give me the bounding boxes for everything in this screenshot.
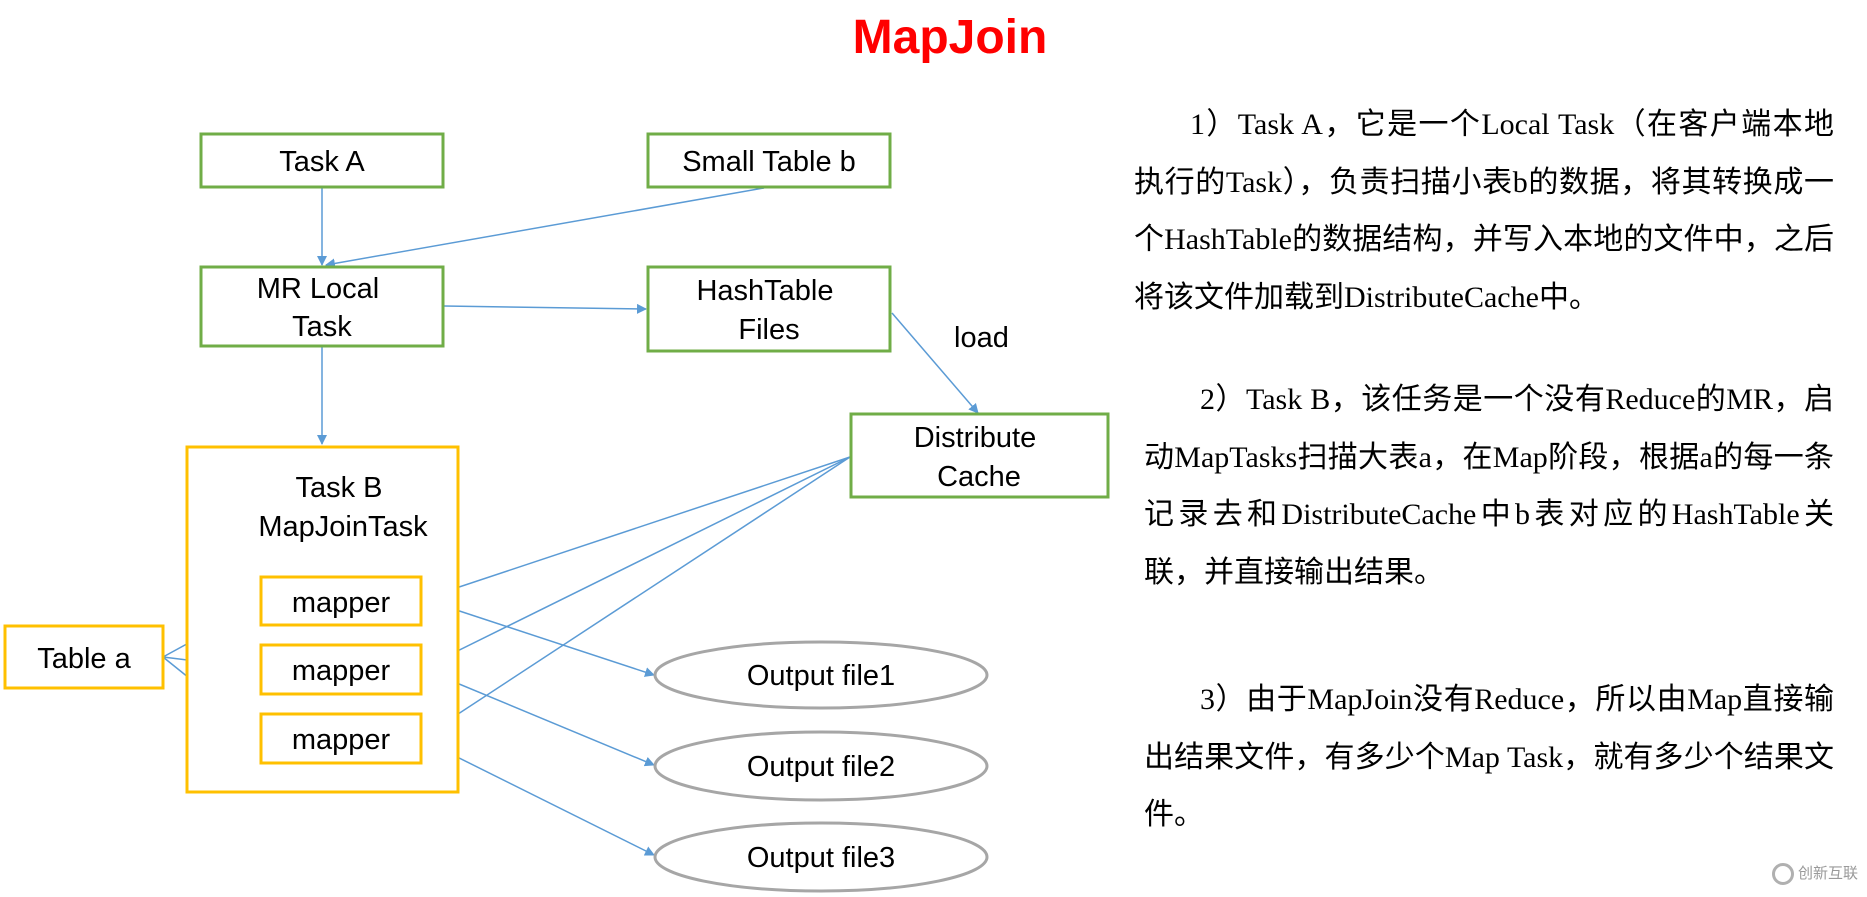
edge-mapper-2-to-output-file2 — [422, 668, 655, 767]
node-mapper-3-box — [259, 712, 423, 765]
node-distribute-cache-label: Distribute Cache — [914, 422, 1045, 493]
node-output-file1-ellipse — [653, 640, 989, 710]
node-output-file2-ellipse — [653, 730, 989, 802]
node-output-file3-ellipse — [653, 821, 989, 893]
node-output-file1-label: Output file1 — [747, 660, 895, 692]
node-mapper-1-label: mapper — [292, 587, 391, 619]
node-output-file3-label: Output file3 — [747, 842, 895, 874]
watermark-text: 创新互联 — [1798, 864, 1859, 882]
node-mr-local-task-box — [199, 265, 445, 348]
node-output-file2-label: Output file2 — [747, 751, 895, 783]
edge-distribute-cache-to-mapper-3 — [422, 456, 851, 738]
node-distribute-cache-box — [849, 412, 1110, 499]
edge-hashtable-files-to-distribute-cache — [891, 312, 979, 414]
node-small-table-b-box — [646, 132, 892, 189]
mapjoin-diagram: load Task A Small Table b MR Local Task … — [3, 132, 1110, 893]
edge-distribute-cache-to-mapper-1 — [422, 456, 851, 601]
node-task-a-label: Task A — [279, 146, 365, 178]
explanation-notes: 1）Task A，它是一个Local Task（在客户端本地执行的Task），负… — [1134, 96, 1834, 844]
edge-mapper-1-to-output-file1 — [422, 598, 655, 677]
edge-mr-local-task-to-hashtable-files — [443, 303, 647, 314]
page-title: MapJoin — [852, 11, 1048, 64]
note-paragraph-1: 1）Task A，它是一个Local Task（在客户端本地执行的Task），负… — [1134, 108, 1834, 314]
node-table-a-label: Table a — [37, 643, 131, 675]
note-paragraph-2: 2）Task B，该任务是一个没有Reduce的MR，启动MapTasks扫描大… — [1144, 383, 1834, 589]
node-mapper-3-label: mapper — [292, 724, 391, 756]
node-hashtable-files-label: HashTable Files — [696, 275, 841, 346]
watermark-logo-icon — [1772, 862, 1794, 885]
node-table-a-box — [3, 624, 165, 690]
edge-mapper-3-to-output-file3 — [422, 739, 655, 856]
edge-distribute-cache-to-mapper-2 — [422, 456, 851, 669]
node-small-table-b-label: Small Table b — [682, 146, 856, 178]
watermark: 创新互联 — [1772, 862, 1858, 885]
node-mapper-2-box — [259, 643, 423, 696]
node-task-a-box — [199, 132, 445, 189]
node-mapper-1-box — [259, 575, 423, 627]
edge-label-load: load — [954, 322, 1009, 354]
note-paragraph-3: 3）由于MapJoin没有Reduce，所以由Map直接输出结果文件，有多少个M… — [1144, 683, 1834, 831]
node-task-b-label: Task B MapJoinTask — [258, 472, 428, 543]
node-hashtable-files-box — [646, 265, 892, 353]
node-mapper-2-label: mapper — [292, 655, 391, 687]
node-mr-local-task-label: MR Local Task — [257, 273, 388, 343]
edge-small-table-b-to-mr-local-task — [325, 187, 765, 269]
